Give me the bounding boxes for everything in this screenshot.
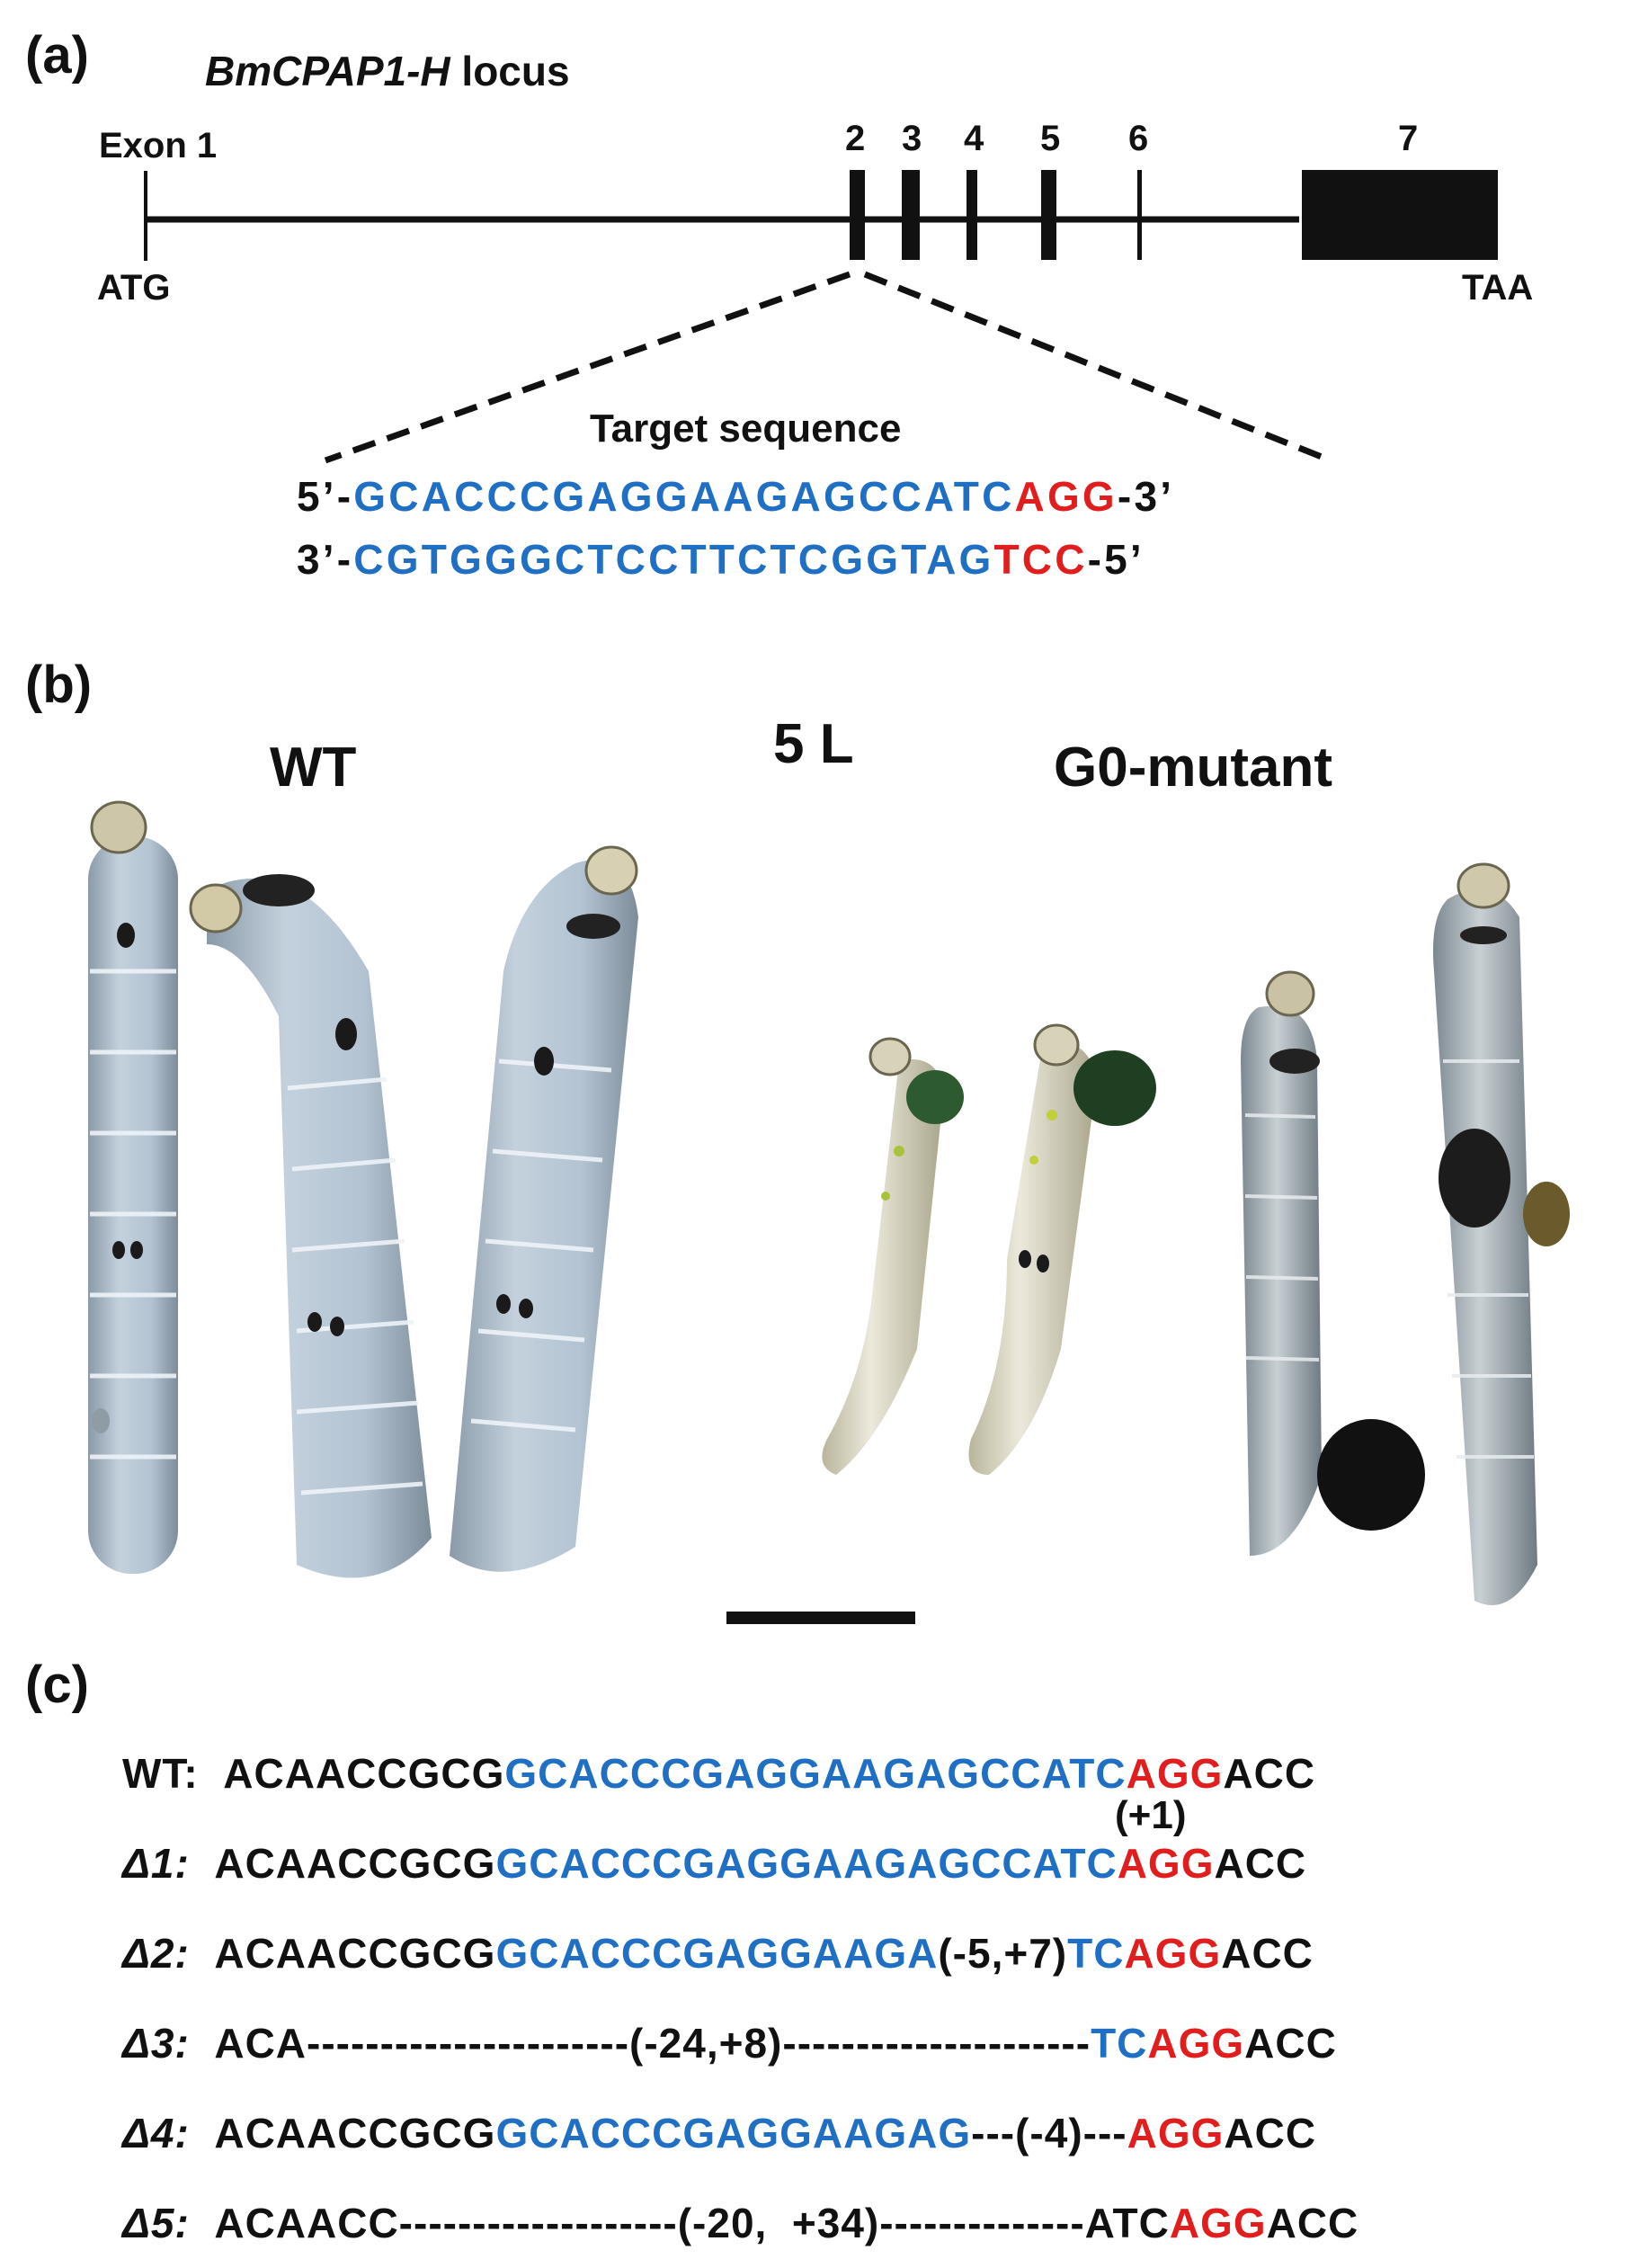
alignment-row: Δ3: ACA----------------------(-24,+8)---… [122,2019,1337,2067]
alignment-segment: TC [1091,2020,1148,2067]
stage-label: 5 L [773,713,854,775]
alignment-segment: ACC [1244,2020,1337,2067]
alignment-segment: AGG [1169,2200,1267,2246]
alignment-segment: ACAACCGCG [223,1750,505,1797]
exon-number-7: 7 [1398,119,1419,158]
exon-number-2: 2 [845,119,866,158]
zoom-dash-right [863,271,1332,464]
exon1-label: Exon 1 [99,126,218,165]
alignment-row: Δ1: ACAACCGCGGCACCCGAGGAAGAGCCATCAGGACC [122,1839,1306,1888]
exon-number-3: 3 [902,119,922,158]
exon-number-4: 4 [964,119,984,158]
larvae-photo [88,800,1570,1605]
alignment-row-name: Δ2: [122,1930,215,1977]
alignment-segment: TC [1067,1930,1125,1977]
panel-a-label: (a) [25,26,89,85]
alignment-segment: AGG [1147,2020,1245,2067]
alignment-segment: AGG [1127,2110,1225,2156]
bottom-prefix: 3’- [297,536,354,583]
alignment-segment: ACC [1224,2110,1317,2156]
panel-b-label: (b) [25,656,93,714]
mutant-larva-1 [822,1037,964,1475]
alignment-row: Δ4: ACAACCGCGGCACCCGAGGAAGAG---(-4)---AG… [122,2109,1316,2157]
alignment-segment: AGG [1117,1840,1215,1887]
alignment-row: Δ5: ACAACC-------------------(-20, +34)-… [122,2199,1358,2247]
alignment-row-name: Δ5: [122,2200,215,2246]
alignment-row-name: WT: [122,1750,224,1797]
exon-number-6: 6 [1128,119,1149,158]
exon-2-block [850,170,865,260]
alignment-segment: ACA----------------------(-24,+8)-------… [214,2020,1091,2067]
alignment-segment: ACC [1266,2200,1359,2246]
exon-4-block [967,170,977,260]
wt-larva-3 [450,845,638,1572]
alignment-row-name: Δ3: [122,2020,215,2067]
alignment-segment: ---(-4)--- [971,2110,1127,2156]
bottom-pam: TCC [993,536,1088,583]
alignment-segment: ACAACC-------------------(-20, +34)-----… [214,2200,1170,2246]
locus-word: locus [450,48,570,94]
alignment-segment: ACAACCGCG [214,2110,496,2156]
target-seq-bottom-strand: 3’-CGTGGGCTCCTTCTCGGTAGTCC-5’ [297,535,1145,584]
alignment-segment: ACC [1214,1840,1307,1887]
target-sequence-title: Target sequence [590,406,902,451]
alignment-segment: ACC [1223,1750,1316,1797]
alignment-row: WT: ACAACCGCGGCACCCGAGGAAGAGCCATCAGGACC [122,1749,1315,1798]
zoom-dash-left [324,271,851,464]
top-suffix: -3’ [1117,473,1175,520]
alignment-row: Δ2: ACAACCGCGGCACCCGAGGAAGA(-5,+7)TCAGGA… [122,1929,1314,1978]
alignment-segment: GCACCCGAGGAAGAGCCATC [495,1840,1118,1887]
alignment-segment: ACAACCGCG [214,1930,496,1977]
top-pam: AGG [1014,473,1118,520]
alignment-row-name: Δ4: [122,2110,215,2156]
wt-group-label: WT [270,737,357,799]
locus-title: BmCPAP1-H locus [205,47,570,95]
start-codon-label: ATG [97,268,171,308]
alignment-segment: GCACCCGAGGAAGAGCCATC [504,1750,1127,1797]
alignment-segment: GCACCCGAGGAAGAG [495,2110,972,2156]
top-guide: GCACCCGAGGAAGAGCCATC [353,473,1015,520]
stop-codon-label: TAA [1462,268,1534,308]
scale-bar [726,1612,915,1624]
top-prefix: 5’- [297,473,354,520]
alignment-segment: GCACCCGAGGAAGA [495,1930,939,1977]
alignment-segment: ACAACCGCG [214,1840,496,1887]
bottom-suffix: -5’ [1087,536,1145,583]
target-seq-top-strand: 5’-GCACCCGAGGAAGAGCCATCAGG-3’ [297,472,1174,521]
mutant-larva-4 [1433,862,1570,1605]
alignment-segment: ACC [1221,1930,1314,1977]
exon-7-block [1302,170,1498,260]
mutant-larva-2 [968,1023,1156,1475]
mutant-group-label: G0-mutant [1054,737,1332,799]
wt-larva-2 [189,874,432,1578]
alignment-segment: AGG [1126,1750,1224,1797]
alignment-segment: AGG [1124,1930,1222,1977]
exon-6-tick [1137,170,1142,260]
gene-name: BmCPAP1-H [205,48,450,94]
panel-c-label: (c) [25,1656,89,1714]
insertion-note: (+1) [1115,1793,1187,1837]
alignment-segment: (-5,+7) [938,1930,1068,1977]
exon-number-5: 5 [1040,119,1061,158]
mutant-larva-3 [1241,970,1425,1556]
wt-larva-1 [88,800,178,1574]
alignment-row-name: Δ1: [122,1840,215,1887]
bottom-guide: CGTGGGCTCCTTCTCGGTAG [353,536,994,583]
exon-3-block [902,170,920,260]
gene-model-diagram [144,170,1498,464]
exon-5-block [1041,170,1056,260]
